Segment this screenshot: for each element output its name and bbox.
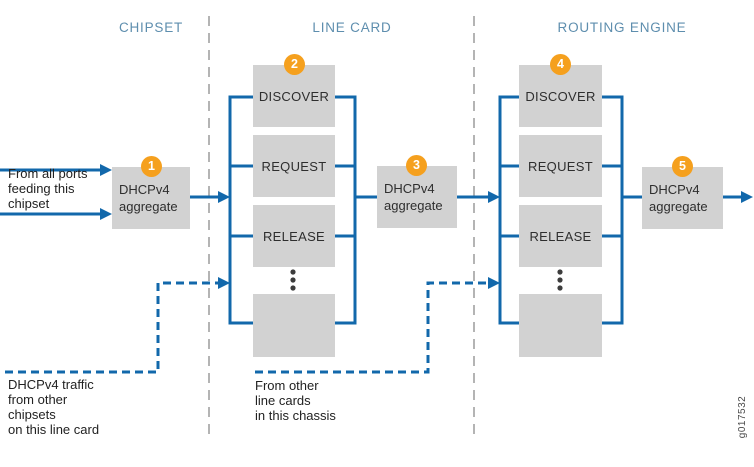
- linecard-discover-label: DISCOVER: [258, 88, 330, 104]
- arrowhead-input-top-icon: [100, 164, 112, 176]
- arrowhead-to-routingengine-icon: [488, 191, 500, 203]
- routingengine-release-box: RELEASE: [519, 205, 602, 267]
- arrowhead-to-linecard-icon: [218, 191, 230, 203]
- step-badge-4: 4: [550, 54, 571, 75]
- linecard-aggregate-box: DHCPv4 aggregate: [377, 166, 457, 228]
- linecard-other-messages-box: [253, 294, 335, 357]
- arrowhead-output-icon: [741, 191, 753, 203]
- section-header-linecard: LINE CARD: [312, 20, 392, 35]
- chipset-aggregate-box: DHCPv4 aggregate: [112, 167, 190, 229]
- linecard-release-label: RELEASE: [262, 228, 326, 244]
- section-header-routingengine: ROUTING ENGINE: [557, 20, 687, 35]
- chipset-input-note: From all ports feeding this chipset: [8, 166, 88, 211]
- section-header-chipset: CHIPSET: [118, 20, 184, 35]
- chipset-aggregate-label: DHCPv4 aggregate: [119, 182, 178, 214]
- linecard-ellipsis-icon: [290, 269, 296, 291]
- routingengine-ellipsis-icon: [557, 269, 563, 291]
- routingengine-request-box: REQUEST: [519, 135, 602, 197]
- step-badge-3: 3: [406, 155, 427, 176]
- chipset-external-dashed-path: [5, 281, 218, 374]
- arrowhead-dashed-linecard-icon: [488, 277, 500, 289]
- linecard-discover-box: DISCOVER: [253, 65, 335, 127]
- routingengine-request-label: REQUEST: [528, 158, 593, 174]
- routingengine-discover-label: DISCOVER: [525, 88, 596, 104]
- routingengine-aggregate-label: DHCPv4 aggregate: [649, 182, 708, 214]
- step-badge-1: 1: [141, 156, 162, 177]
- linecard-release-box: RELEASE: [253, 205, 335, 267]
- routingengine-other-messages-box: [519, 294, 602, 357]
- routingengine-discover-box: DISCOVER: [519, 65, 602, 127]
- chipset-external-note: DHCPv4 traffic from other chipsets on th…: [8, 377, 100, 437]
- linecard-external-dashed-path: [255, 281, 488, 374]
- linecard-external-note: From other line cards in this chassis: [255, 378, 336, 423]
- step-badge-2: 2: [284, 54, 305, 75]
- linecard-request-box: REQUEST: [253, 135, 335, 197]
- arrowhead-input-bottom-icon: [100, 208, 112, 220]
- arrowhead-dashed-chipset-icon: [218, 277, 230, 289]
- routingengine-aggregate-box: DHCPv4 aggregate: [642, 167, 723, 229]
- routingengine-release-label: RELEASE: [529, 228, 592, 244]
- linecard-aggregate-label: DHCPv4 aggregate: [384, 181, 443, 213]
- step-badge-5: 5: [672, 156, 693, 177]
- figure-id-watermark: g017532: [737, 395, 748, 439]
- linecard-request-label: REQUEST: [261, 158, 327, 174]
